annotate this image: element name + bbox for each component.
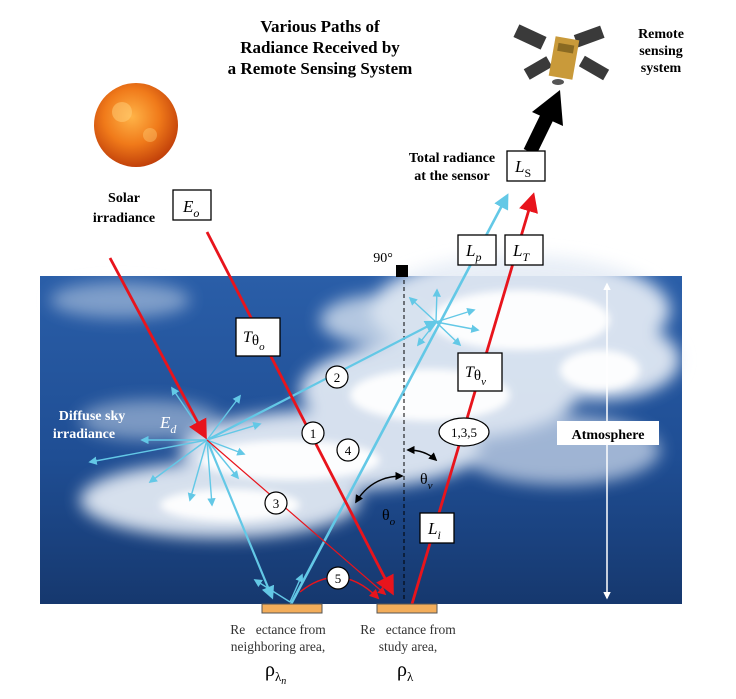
svg-text:Re ectance from: Re ectance from [360, 622, 456, 637]
svg-text:irradiance: irradiance [93, 211, 155, 226]
sun-icon [94, 83, 178, 167]
svg-text:sensing: sensing [639, 44, 683, 59]
svg-text:1,3,5: 1,3,5 [451, 425, 477, 440]
right-angle-marker [396, 265, 408, 277]
svg-text:2: 2 [334, 370, 341, 385]
solar-irradiance-label: Solar irradiance [93, 191, 155, 226]
label-Eo: Eo [172, 189, 212, 221]
svg-text:at the sensor: at the sensor [414, 169, 489, 184]
label-Ls: LS [506, 150, 546, 182]
label-theta-o: θo [382, 507, 396, 528]
label-T-theta-v: Tθv [457, 352, 503, 392]
arrow-to-satellite [523, 90, 563, 156]
svg-text:Li: Li [427, 519, 441, 542]
svg-text:neighboring area,: neighboring area, [231, 639, 325, 654]
svg-text:Diffuse sky: Diffuse sky [59, 409, 126, 424]
path-number-3: 3 [264, 491, 288, 515]
satellite-icon [513, 24, 610, 85]
title-line-2: Radiance Received by [240, 38, 400, 57]
path-number-2: 2 [325, 365, 349, 389]
svg-text:Tθv: Tθv [465, 364, 486, 388]
label-T-theta-o: Tθo [235, 317, 281, 357]
satellite-label: Remote sensing system [638, 27, 684, 76]
title-line-1: Various Paths of [260, 17, 380, 36]
path-number-1-3-5: 1,3,5 [438, 417, 490, 447]
path-number-1: 1 [301, 421, 325, 445]
svg-text:Lp: Lp [465, 241, 481, 264]
svg-text:5: 5 [335, 571, 342, 586]
diagram-title: Various Paths of Radiance Received by a … [228, 17, 413, 78]
svg-text:3: 3 [273, 496, 280, 511]
reflectance-study-label: Re ectance from study area, ρλ [360, 622, 456, 684]
angle-90-label: 90° [373, 251, 393, 266]
svg-text:Remote: Remote [638, 27, 684, 42]
atmosphere-label: Atmosphere [557, 421, 659, 445]
svg-text:Total radiance: Total radiance [409, 151, 495, 166]
label-Lp: Lp [457, 234, 497, 266]
study-area-surface [376, 603, 438, 614]
label-Ed: Ed [159, 413, 177, 436]
diffuse-sky-label: Diffuse sky irradiance [53, 409, 125, 442]
label-LT: LT [504, 234, 544, 266]
svg-text:LT: LT [512, 241, 530, 264]
total-radiance-label: Total radiance at the sensor [409, 151, 495, 184]
label-Li: Li [419, 512, 455, 544]
path-number-5: 5 [326, 566, 350, 590]
svg-text:4: 4 [345, 443, 352, 458]
svg-text:system: system [641, 61, 682, 76]
svg-text:Eo: Eo [182, 197, 199, 220]
svg-text:irradiance: irradiance [53, 427, 115, 442]
svg-text:Solar: Solar [108, 191, 140, 206]
svg-text:LS: LS [514, 157, 531, 180]
svg-text:ρλ: ρλ [397, 659, 414, 684]
svg-text:1: 1 [310, 426, 317, 441]
label-theta-v: θv [420, 471, 433, 492]
title-line-3: a Remote Sensing System [228, 59, 413, 78]
svg-text:Atmosphere: Atmosphere [572, 428, 645, 443]
reflectance-neighbor-label: Re ectance from neighboring area, ρλn [230, 622, 326, 687]
angle-arcs [355, 445, 438, 504]
path-number-4: 4 [336, 438, 360, 462]
svg-text:study area,: study area, [379, 639, 437, 654]
svg-text:ρλn: ρλn [265, 659, 286, 687]
neighbor-area-surface [261, 603, 323, 614]
svg-text:Tθo: Tθo [243, 329, 265, 353]
svg-text:Re ectance from: Re ectance from [230, 622, 326, 637]
